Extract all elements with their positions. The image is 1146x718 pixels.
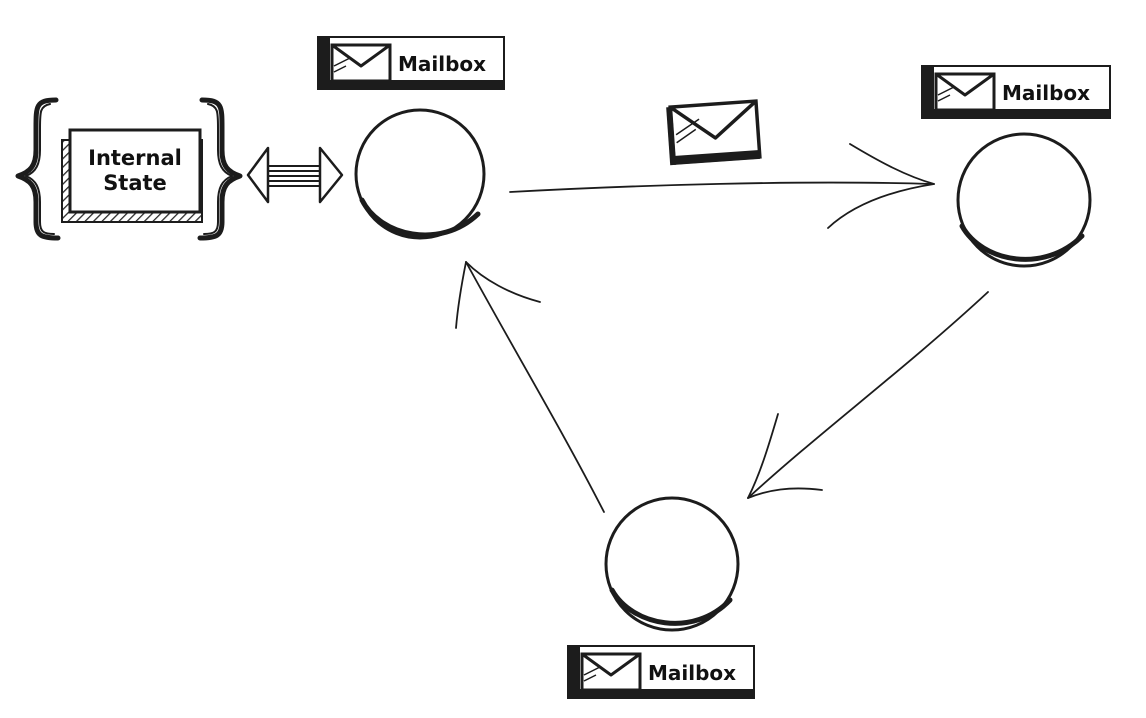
mailbox-badge: Mailbox xyxy=(921,65,1111,119)
state-label-line2: State xyxy=(103,171,167,195)
mailbox-label: Mailbox xyxy=(648,661,736,685)
actor-bottom xyxy=(604,496,740,632)
message-arrow xyxy=(455,261,605,513)
actor-right xyxy=(956,132,1092,268)
message-arrow xyxy=(747,291,989,499)
right-brace-icon xyxy=(197,97,243,241)
mailbox-badge: Mailbox xyxy=(317,36,505,90)
mailbox-label: Mailbox xyxy=(1002,81,1090,105)
envelope-icon xyxy=(934,72,996,112)
message-envelope-icon xyxy=(666,99,762,166)
actor-top-left xyxy=(354,108,486,240)
envelope-icon xyxy=(580,652,642,692)
mailbox-badge: Mailbox xyxy=(567,645,755,699)
double-arrow-icon xyxy=(246,146,344,204)
left-brace-icon xyxy=(15,97,61,241)
message-arrow xyxy=(509,143,935,229)
mailbox-label: Mailbox xyxy=(398,52,486,76)
envelope-icon xyxy=(330,43,392,83)
state-label-line1: Internal xyxy=(88,146,182,170)
internal-state: Internal State xyxy=(15,97,243,241)
